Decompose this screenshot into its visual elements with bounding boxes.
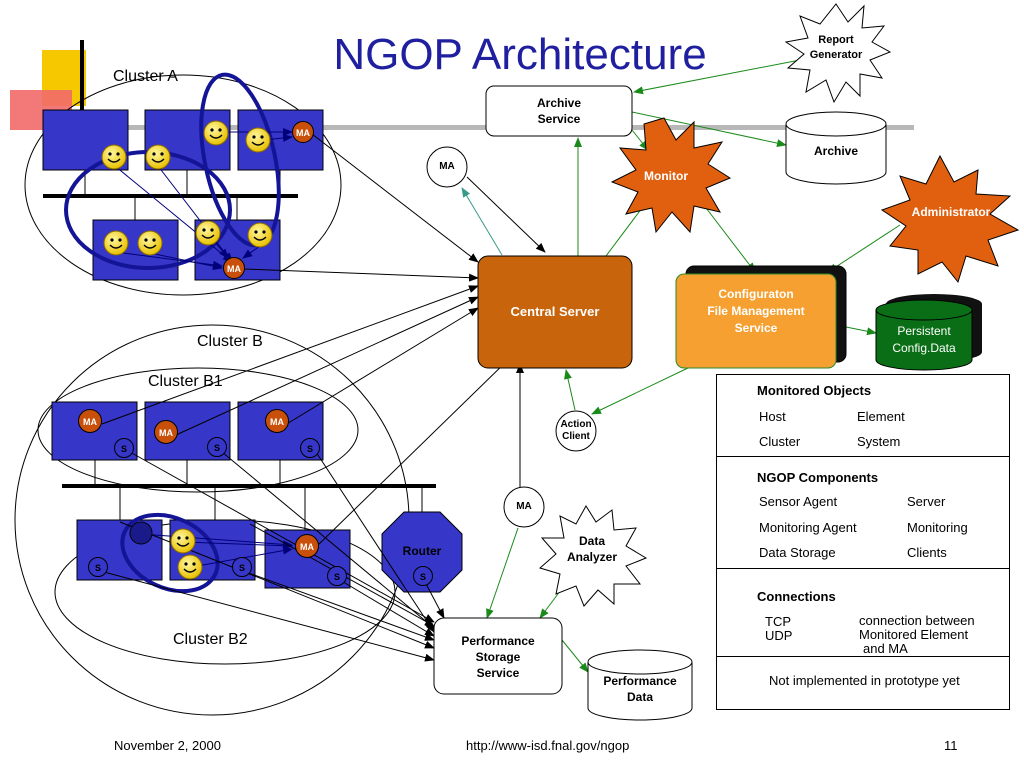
legend-heading: Connections [757, 589, 836, 604]
monitoring-agent [503, 486, 545, 528]
report-generator-label: Report Generator [809, 34, 863, 61]
element-icon [129, 521, 153, 545]
action-client-label: Action Client [560, 419, 592, 442]
ma-badge: MA [292, 121, 314, 143]
element-icon [170, 528, 196, 554]
cluster-b-label: Cluster B [197, 333, 263, 350]
ma-badge: MA [265, 409, 289, 433]
legend-heading: NGOP Components [757, 470, 879, 485]
cluster-b1-outline [37, 367, 359, 493]
legend-udp-label: UDP [765, 628, 793, 643]
element-icon [145, 144, 171, 170]
element-icon [177, 554, 203, 580]
legend-heading: Monitored Objects [757, 383, 872, 398]
ma-badge: MA [154, 420, 178, 444]
legend-not-implemented: Not implemented in prototype yet [716, 656, 1010, 710]
system-outline [120, 512, 220, 594]
central-server-label: Central Server [510, 304, 600, 319]
sensor-agent: S [114, 438, 134, 458]
performance-storage-service [433, 617, 563, 695]
legend-monitoring-label: Monitoring [907, 520, 968, 535]
persistent-config-label: Persistent Config.Data [892, 324, 956, 355]
legend-host-label: Host [759, 409, 786, 424]
ma-label: MA [516, 501, 532, 512]
report-generator [784, 3, 892, 104]
legend-monitoring-label-2: Clients [907, 545, 947, 560]
legend-server-label: Server [907, 494, 946, 509]
element-icon [247, 222, 273, 248]
sensor-agent: S [207, 437, 227, 457]
sensor-agent: S [300, 438, 320, 458]
legend-cluster-label: Cluster [759, 434, 801, 449]
archive-service-label: Archive Service [536, 96, 582, 126]
monitor-client [610, 117, 732, 234]
deco-vertical-line [80, 40, 84, 140]
perf-storage-label: Performance Storage Service [461, 634, 535, 680]
footer-date: November 2, 2000 [114, 738, 221, 753]
persistent-config-db [875, 294, 982, 371]
archive-db [785, 111, 887, 185]
legend-element-label: Element [857, 409, 905, 424]
legend-storage-label: Data Storage [759, 545, 836, 560]
legend-ma-label: Monitoring Agent [759, 520, 857, 535]
data-analyzer [538, 505, 648, 607]
router [381, 511, 463, 593]
ma-badge: MA [223, 257, 245, 279]
administrator-client [880, 154, 1020, 284]
legend-not-implemented-label: Not implemented in prototype yet [769, 673, 960, 688]
config-service [675, 273, 837, 369]
cluster-b1-label: Cluster B1 [148, 373, 223, 390]
performance-data-db [587, 649, 693, 721]
element-icon [203, 120, 229, 146]
central-server [477, 255, 633, 369]
legend-system-label: System [857, 434, 901, 449]
footer-page-number: 11 [944, 738, 958, 753]
archive-db-label: Archive [813, 144, 859, 158]
page-title: NGOP Architecture [333, 30, 707, 79]
cluster-b2-label: Cluster B2 [173, 631, 248, 648]
element-icon [245, 127, 271, 153]
legend-sensor-label: Sensor Agent [759, 494, 838, 509]
sensor-agent: S [327, 566, 347, 586]
element-icon [101, 144, 127, 170]
legend-monitored-objects: Monitored Objects Host Element Cluster S… [716, 374, 1010, 458]
sensor-agent: S [413, 566, 433, 586]
administrator-label: Administrator [911, 205, 991, 219]
sensor-agent: S [232, 557, 252, 577]
element-icon [137, 230, 163, 256]
cluster-a-label: Cluster A [113, 68, 178, 85]
monitor-label: Monitor [644, 169, 688, 183]
legend-tcp-label: TCP [765, 614, 791, 629]
router-label: Router [402, 544, 442, 558]
ma-badge: MA [78, 409, 102, 433]
element-icon [195, 220, 221, 246]
archive-service [485, 85, 633, 137]
config-service-label: Configuraton File Management Service [707, 287, 805, 335]
perf-data-label: Performance Data [603, 674, 677, 704]
sensor-agent: S [88, 557, 108, 577]
legend-ngop-components: NGOP Components Sensor Agent Server Moni… [716, 456, 1010, 570]
cluster-a-outline [24, 74, 342, 296]
ma-badge: MA [295, 534, 319, 558]
monitoring-agent [426, 146, 468, 188]
action-client [555, 410, 597, 452]
footer-url: http://www-isd.fnal.gov/ngop [466, 738, 630, 753]
data-analyzer-label: Data Analyzer [566, 534, 618, 564]
legend-connections: Connections TCP UDP connection between M… [716, 568, 1010, 658]
element-icon [103, 230, 129, 256]
legend-link-label: connection between Monitored Element and… [859, 613, 975, 656]
ma-label: MA [439, 161, 455, 172]
